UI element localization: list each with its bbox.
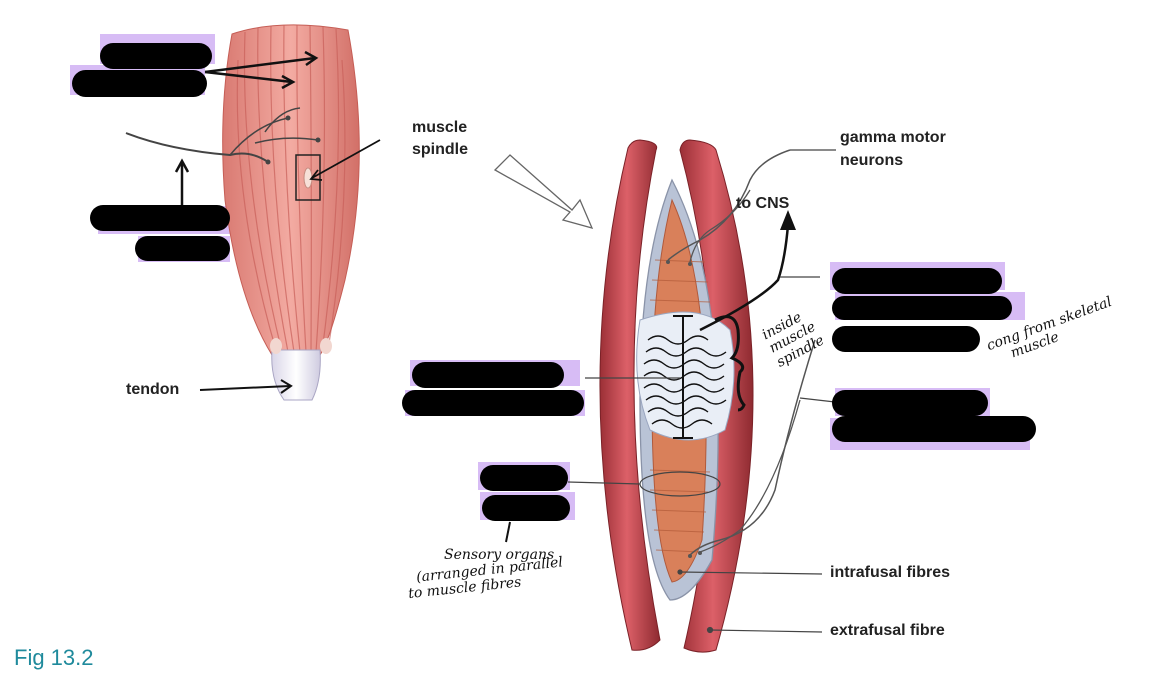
- label-extrafusal-fibre: extrafusal fibre: [830, 622, 945, 639]
- muscle-spindle-detail: [599, 139, 816, 653]
- leader-lines: [567, 149, 836, 634]
- label-to-cns: to CNS: [736, 195, 790, 212]
- redacted-label: [402, 390, 584, 416]
- label-tendon: tendon: [126, 381, 180, 398]
- label-neurons: neurons: [840, 152, 904, 169]
- label-intrafusal-fibres: intrafusal fibres: [830, 564, 951, 581]
- label-gamma-motor: gamma motor: [840, 129, 946, 146]
- redacted-label: [482, 495, 570, 521]
- redacted-label: [480, 465, 568, 491]
- whole-muscle: [125, 24, 360, 401]
- handwritten-tick: [505, 521, 511, 543]
- label-spindle: spindle: [412, 141, 469, 158]
- annotation-arrows-left: [174, 50, 381, 394]
- redacted-label: [412, 362, 564, 388]
- redacted-label: [100, 43, 212, 69]
- magnify-arrow: [493, 154, 594, 229]
- note-sensory-organs: Sensory organs (arranged in parallel to …: [408, 547, 564, 602]
- redacted-label: [832, 416, 1036, 442]
- redacted-label: [832, 268, 1002, 294]
- note-line: Sensory organs: [444, 547, 555, 563]
- redacted-label: [72, 70, 207, 97]
- figure-caption: Fig 13.2: [14, 645, 94, 670]
- handwritten-brace: [714, 315, 746, 412]
- label-muscle: muscle: [412, 119, 468, 136]
- redacted-label: [135, 236, 230, 261]
- redacted-label: [832, 326, 980, 352]
- redacted-label: [832, 296, 1012, 320]
- redacted-label: [832, 390, 988, 416]
- redacted-label: [90, 205, 230, 231]
